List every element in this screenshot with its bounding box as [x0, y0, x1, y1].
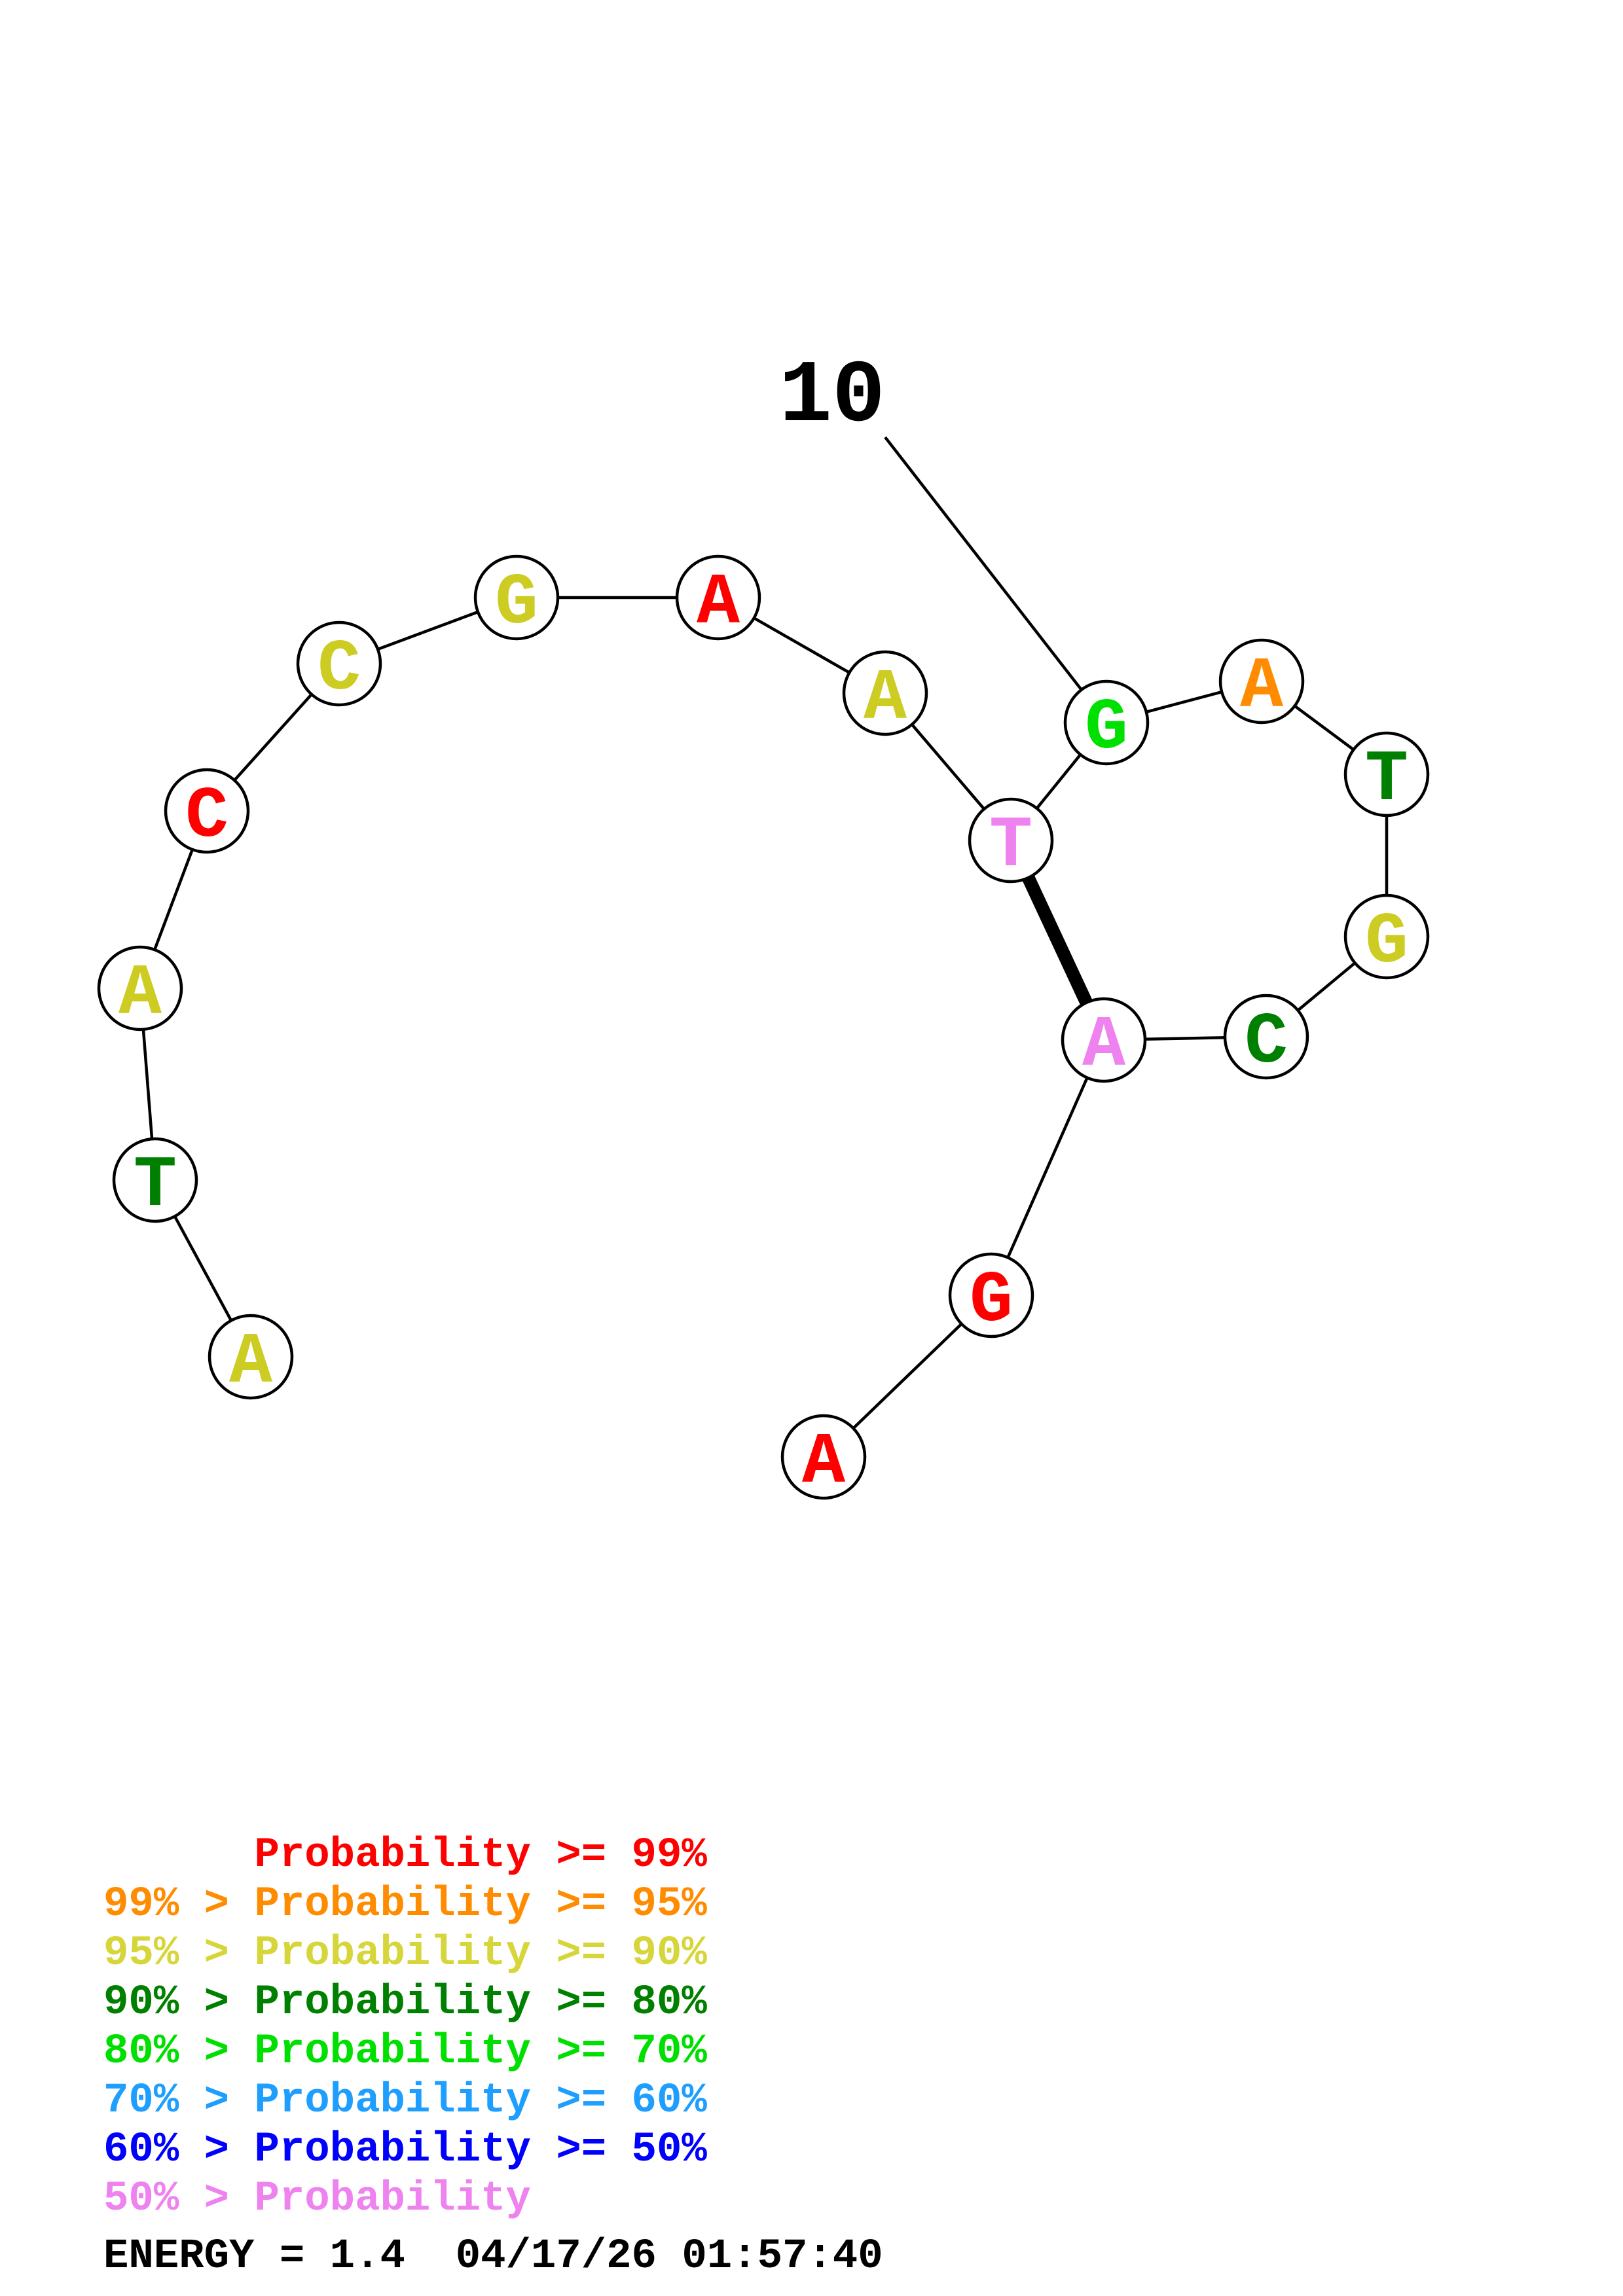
- nucleotide-circle: [97, 945, 183, 1031]
- nucleotide-circle: [112, 1137, 198, 1223]
- nucleotide-base: A: [697, 563, 740, 645]
- nucleotide-base: T: [989, 806, 1032, 888]
- nucleotide-base: A: [864, 658, 907, 740]
- nucleotide-circle: [968, 797, 1054, 884]
- nucleotide-base: C: [318, 629, 361, 711]
- legend-line: Probability >= 99%: [103, 1832, 707, 1879]
- legend-line: 50% > Probability: [103, 2176, 531, 2223]
- nucleotide-circle: [164, 768, 250, 854]
- nucleotide-circle: [473, 554, 560, 641]
- nucleotide-base: C: [1245, 1002, 1288, 1084]
- nucleotide-base: G: [1365, 902, 1408, 984]
- legend-line: 90% > Probability >= 80%: [103, 1979, 707, 2026]
- energy-readout: ENERGY = 1.4 04/17/26 01:57:40: [103, 2233, 883, 2280]
- label-pointer-line: [884, 436, 1085, 694]
- legend-line: 99% > Probability >= 95%: [103, 1881, 707, 1928]
- probability-legend: Probability >= 99%99% > Probability >= 9…: [103, 1831, 707, 2224]
- nucleotide-base: T: [1365, 740, 1408, 821]
- nucleotide-circle: [948, 1252, 1034, 1338]
- legend-line: 95% > Probability >= 90%: [103, 1930, 707, 1977]
- legend-line: 60% > Probability >= 50%: [103, 2126, 707, 2174]
- nucleotide-base: A: [1240, 647, 1284, 728]
- nucleotide-base: C: [185, 776, 228, 858]
- nucleotide-base: A: [802, 1422, 846, 1504]
- legend-line: 70% > Probability >= 60%: [103, 2077, 707, 2125]
- nucleotide-base: T: [134, 1145, 177, 1227]
- nucleotide-base: G: [1085, 688, 1128, 770]
- nucleotide-circle: [296, 620, 382, 707]
- nucleotide-base: A: [119, 954, 162, 1035]
- nucleotide-base: A: [229, 1322, 273, 1404]
- nucleotide-circle: [675, 554, 761, 641]
- nucleotide-circle: [208, 1314, 294, 1400]
- nucleotide-circle: [1218, 638, 1305, 725]
- nucleotide-circle: [1343, 731, 1430, 817]
- nucleotide-base: G: [495, 563, 538, 645]
- nucleotide-circle: [1061, 997, 1147, 1083]
- backbone-bond: [989, 1039, 1106, 1296]
- legend-line: 80% > Probability >= 70%: [103, 2028, 707, 2075]
- nucleotide-circle: [1223, 994, 1309, 1080]
- nucleotide-circle: [780, 1414, 867, 1500]
- nucleotide-base: G: [970, 1261, 1013, 1342]
- nucleotide-base: A: [1082, 1005, 1126, 1087]
- sequence-position-label: 10: [779, 347, 885, 447]
- nucleotide-circle: [1343, 893, 1430, 980]
- nucleotide-circle: [842, 650, 928, 736]
- nucleotide-circle: [1063, 679, 1150, 766]
